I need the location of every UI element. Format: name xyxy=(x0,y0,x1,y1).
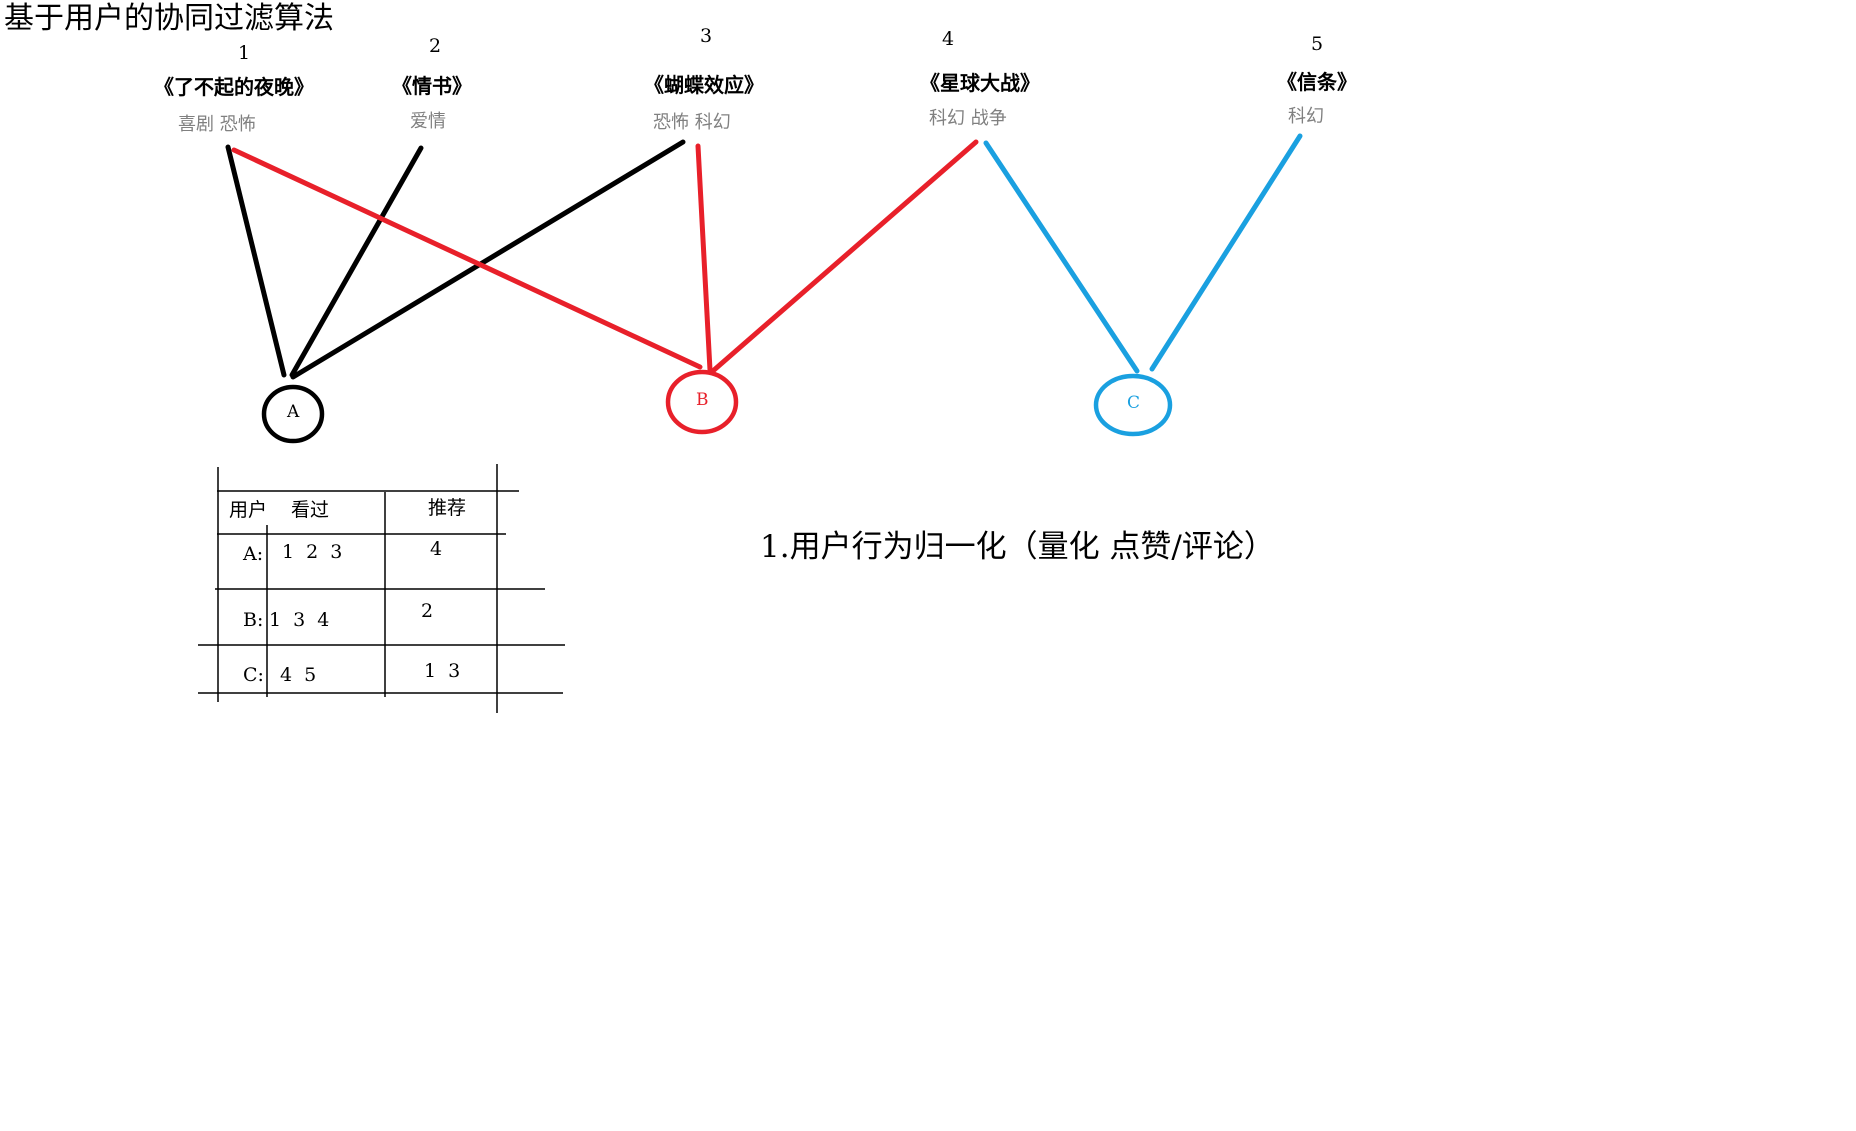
table-row-b-recommend: 2 xyxy=(421,600,434,622)
link-c-movie-5 xyxy=(1149,133,1303,372)
user-a-links xyxy=(225,139,686,380)
table-row-c-user: C: xyxy=(243,664,264,686)
movie-5-number: 5 xyxy=(1311,33,1324,55)
link-a-movie-1 xyxy=(225,144,287,378)
table-row-b-watched: 1 3 4 xyxy=(269,609,330,631)
movie-1-number: 1 xyxy=(238,42,251,64)
user-b-circle xyxy=(665,369,739,435)
movie-3-title: 《蝴蝶效应》 xyxy=(644,73,764,97)
movie-2-number: 2 xyxy=(429,35,442,57)
movie-1-genre: 喜剧 恐怖 xyxy=(178,114,256,135)
movie-5-title: 《信条》 xyxy=(1277,70,1357,94)
movie-3-number: 3 xyxy=(700,25,713,47)
user-c-links xyxy=(983,133,1303,374)
table-row-c-recommend: 1 3 xyxy=(424,660,461,682)
user-c-label: C xyxy=(1127,393,1141,413)
movie-1-title: 《了不起的夜晚》 xyxy=(154,75,314,99)
movie-4-title: 《星球大战》 xyxy=(920,71,1040,95)
table-header-user: 用户 xyxy=(229,499,268,521)
movie-4-number: 4 xyxy=(942,28,955,50)
user-a-circle xyxy=(261,384,325,444)
link-b-movie-3 xyxy=(695,143,713,373)
movie-2-genre: 爱情 xyxy=(410,111,446,132)
user-a-label: A xyxy=(287,402,300,422)
recommendation-table-grid xyxy=(198,464,565,713)
link-b-movie-1 xyxy=(231,147,703,370)
table-row-a-recommend: 4 xyxy=(430,538,443,560)
table-row-a-watched: 1 2 3 xyxy=(282,541,343,563)
movie-2-title: 《情书》 xyxy=(392,74,472,98)
page-title: 基于用户的协同过滤算法 xyxy=(4,1,334,36)
table-row-c-watched: 4 5 xyxy=(280,664,317,686)
link-c-movie-4 xyxy=(983,140,1140,374)
table-header-recommend: 推荐 xyxy=(428,497,467,519)
link-b-movie-4 xyxy=(711,139,979,373)
table-row-b-user: B: xyxy=(243,609,264,631)
movie-4-genre: 科幻 战争 xyxy=(929,108,1007,129)
table-header-watched: 看过 xyxy=(291,499,330,521)
link-a-movie-3 xyxy=(290,139,686,380)
user-c-circle xyxy=(1093,373,1173,437)
user-b-links xyxy=(231,139,979,373)
user-b-label: B xyxy=(696,390,709,410)
movie-3-genre: 恐怖 科幻 xyxy=(653,112,731,133)
movie-5-genre: 科幻 xyxy=(1288,106,1324,127)
normalization-note: 1.用户行为归一化（量化 点赞/评论） xyxy=(760,529,1275,565)
table-row-a-user: A: xyxy=(243,543,264,565)
link-a-movie-2 xyxy=(289,145,424,378)
